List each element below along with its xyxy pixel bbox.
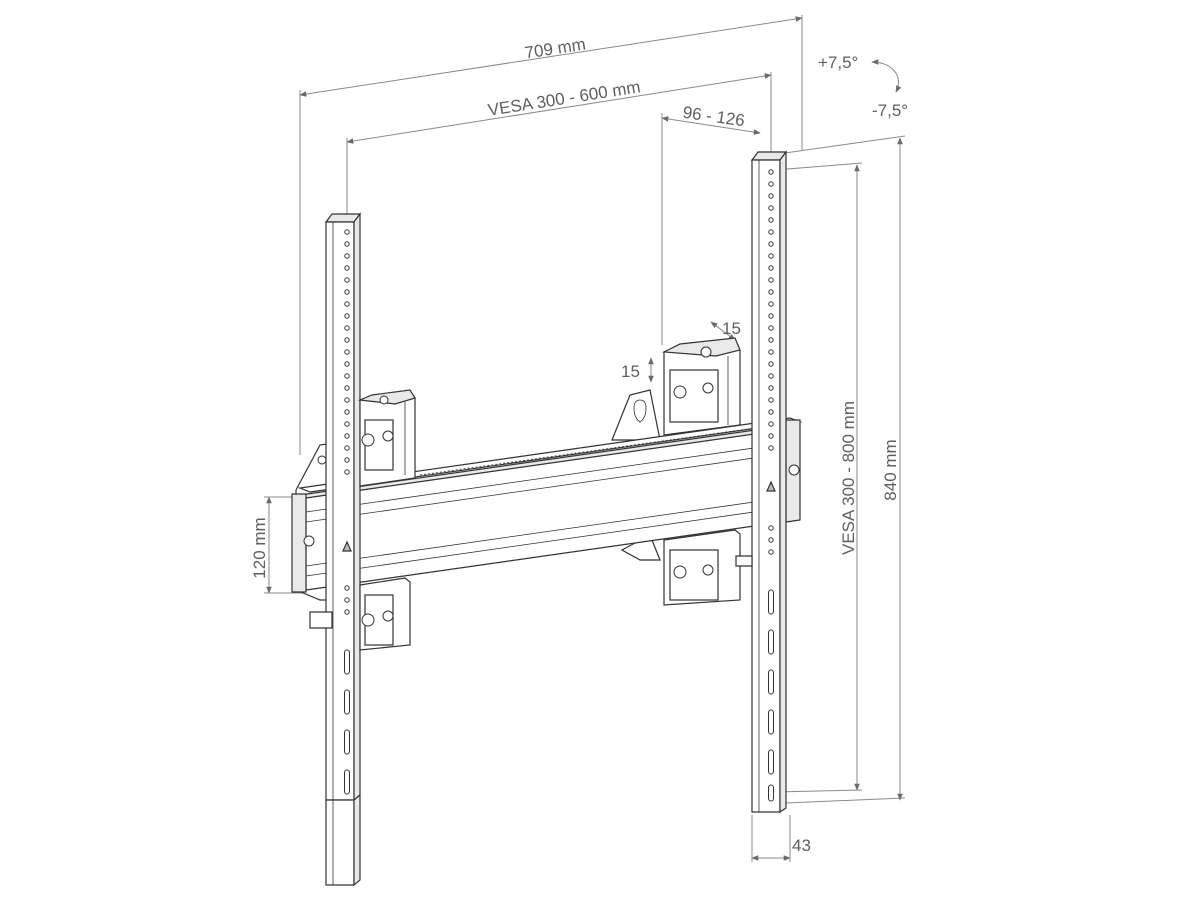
- ext-line-bottom: [784, 797, 906, 804]
- label-vesa-vertical: VESA 300 - 800 mm: [839, 401, 858, 555]
- label-tilt-up: +7,5°: [818, 53, 858, 72]
- triangle-arrow-icon: [342, 540, 352, 552]
- label-offset-vertical: 15: [621, 362, 640, 381]
- right-arm-slots: [768, 589, 774, 802]
- right-vertical-arm: [750, 150, 788, 814]
- ext-line-top: [784, 135, 906, 154]
- right-upper-clamp: [661, 337, 741, 436]
- label-offset-horizontal: 15: [722, 319, 741, 338]
- curved-arrow-icon: [871, 59, 902, 93]
- label-vesa-horizontal: VESA 300 - 600 mm: [487, 77, 642, 120]
- dim-offset-horizontal-line: [710, 321, 736, 341]
- label-depth: 43: [792, 836, 811, 855]
- right-arm-holes: [768, 169, 774, 555]
- right-lower-clamp: [663, 529, 753, 606]
- left-lower-clamp: [309, 577, 411, 651]
- dim-vesa-horizontal-line: [346, 73, 772, 144]
- ext-line-vesa-bottom: [774, 789, 863, 793]
- left-upper-clamp: [357, 389, 416, 487]
- label-tilt-down: -7,5°: [872, 101, 908, 120]
- horizontal-rail: [291, 417, 803, 593]
- left-arm-holes: [344, 229, 350, 615]
- label-overall-height: 840 mm: [881, 439, 900, 500]
- dimension-lines: [264, 15, 906, 862]
- label-rail-height: 120 mm: [250, 517, 269, 578]
- ext-line-vesa-top: [774, 162, 863, 171]
- dim-bracket-spacing-line: [661, 116, 761, 135]
- triangle-arrow-icon: [766, 480, 776, 492]
- left-vertical-arm: [324, 212, 362, 887]
- label-overall-width: 709 mm: [523, 35, 587, 63]
